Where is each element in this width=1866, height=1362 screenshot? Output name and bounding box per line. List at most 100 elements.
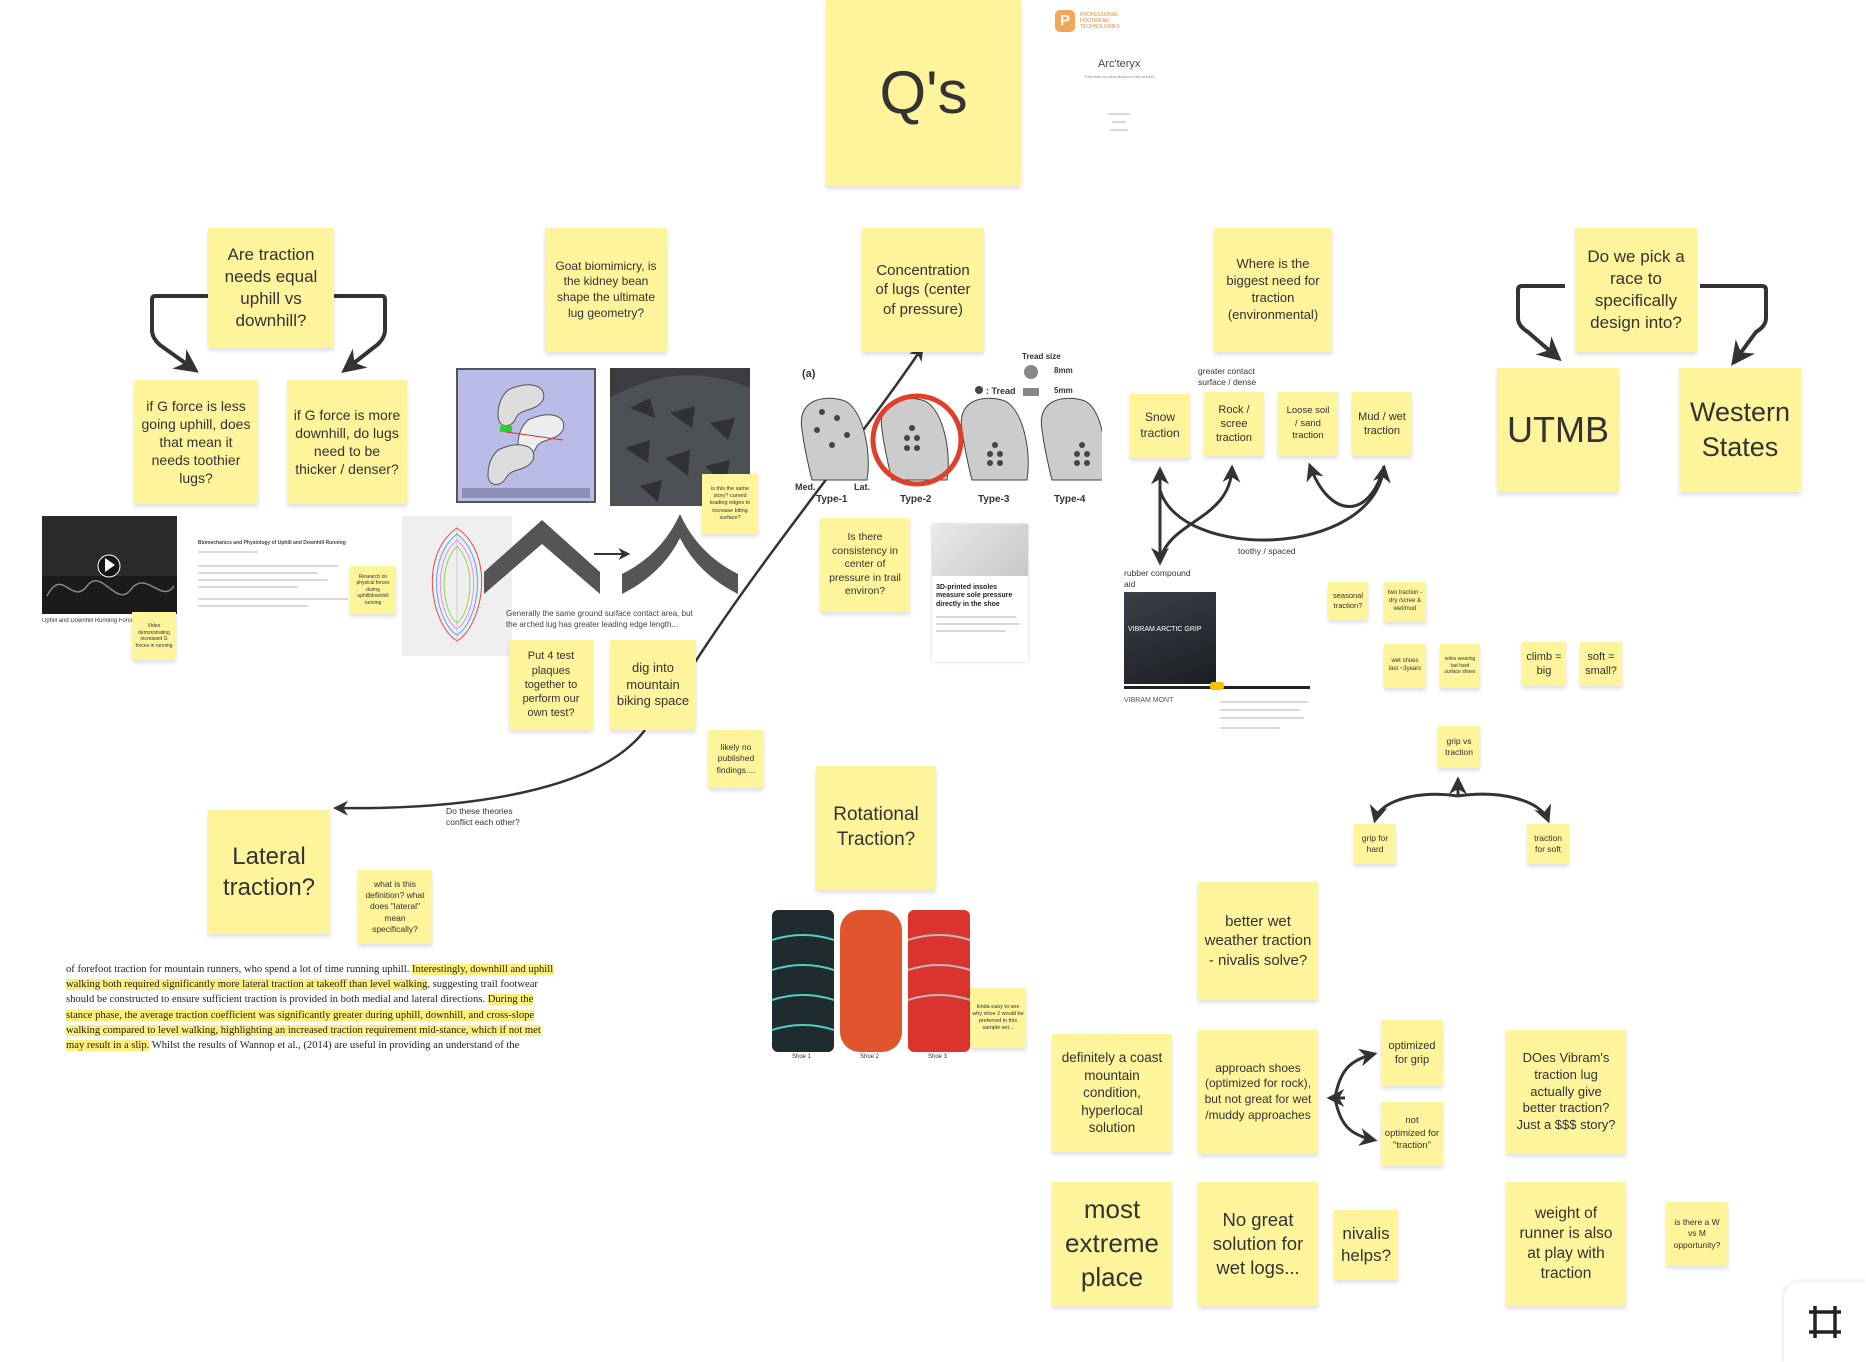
note-put4[interactable]: Put 4 test plaques together to perform o… [509,640,593,730]
note-loose[interactable]: Loose soil / sand traction [1278,392,1338,456]
note-race-pick[interactable]: Do we pick a race to specifically design… [1575,228,1697,352]
vibram-mont-label: VIBRAM MONT [1124,697,1174,704]
arrow-grip-fork [1369,792,1459,824]
note-seasonal[interactable]: seasonal traction? [1328,582,1368,620]
insoles-title: 3D-printed insoles measure sole pressure… [936,584,1013,608]
pressure-plot[interactable] [402,516,512,656]
excerpt-line-1: of forefoot traction for mountain runner… [66,964,554,975]
tread-8mm-label: 8mm [1054,366,1073,375]
note-most-extreme[interactable]: most extreme place [1052,1182,1172,1306]
excerpt-line-2: walking both required significantly more… [66,979,538,991]
rubber-compound-label: rubber compound aid [1124,568,1191,590]
arrow-loose-mud [1306,462,1386,508]
note-video[interactable]: Video demonstrating increased G forces i… [132,612,176,660]
note-w-vs-m[interactable]: is there a W vs M opportunity? [1666,1202,1728,1266]
insoles-article[interactable]: 3D-printed insoles measure sole pressure… [932,524,1028,662]
note-not-opt[interactable]: not optimized for "traction" [1381,1102,1443,1166]
note-hard-to-see[interactable]: kinda easy to see why shoe 2 would be pr… [970,988,1026,1048]
greater-contact-label: greater contact surface / dense [1198,366,1257,388]
note-grip-vs[interactable]: grip vs traction [1438,726,1480,768]
sole-photo[interactable] [610,368,750,506]
paper-title: Biomechanics and Physiology of Uphill an… [198,540,346,546]
arrow-rock-rubber [1158,464,1241,561]
note-what-is-def[interactable]: what is this definition? what does "late… [358,870,432,944]
note-g-downhill[interactable]: if G force is more downhill, do lugs nee… [287,380,407,504]
lat-label: Lat. [854,482,871,492]
note-likely-no[interactable]: likely no published findings.... [708,730,764,788]
arrow-to-lateral [333,729,646,816]
title-note-text: Q's [879,59,968,126]
note-goat[interactable]: Goat biomimicry, is the kidney bean shap… [545,228,667,352]
note-climb[interactable]: climb = big [1522,642,1566,686]
chevron-arched-lug [622,514,738,594]
arrow-traction-fork [1457,792,1551,824]
vibram-banner: VIBRAM ARCTIC GRIP [1124,592,1216,684]
shoe-3-label: Shoe 3 [928,1054,948,1060]
cover-brand: Arc'teryx [1098,58,1141,70]
arched-caption: Generally the same ground surface contac… [506,609,693,629]
note-traction-soft[interactable]: traction for soft [1527,824,1569,864]
shoe-comparison-photo[interactable]: Shoe 1 Shoe 2 Shoe 3 [772,910,972,1062]
tread-size-label: Tread size [1022,352,1061,361]
note-mud[interactable]: Mud / wet traction [1352,392,1412,456]
note-snow[interactable]: Snow traction [1130,394,1190,458]
note-nivalis-helps[interactable]: nivalis helps? [1334,1210,1398,1280]
cover-document[interactable]: P PROFESSIONAL FOOTWEAR TECHNOLOGIES Arc… [1050,8,1190,178]
play-icon[interactable] [105,558,115,572]
chevron-straight-lug [484,520,600,594]
note-soft[interactable]: soft = small? [1580,642,1622,686]
note-soles-wearing[interactable]: soles wearing but hard surface shoes [1440,644,1480,688]
note-concentration[interactable]: Concentration of lugs (center of pressur… [862,228,984,352]
note-grip-hard[interactable]: grip for hard [1354,824,1396,864]
arrow-approach-fork-up [1333,1048,1378,1099]
tread-5mm-label: 5mm [1054,386,1073,395]
company-logo: P [1055,10,1075,32]
note-western-states[interactable]: Western States [1679,368,1801,492]
arrow-to-utmb [1516,284,1565,362]
tread-type-graphic [800,365,1106,487]
arrow-to-western [1700,284,1768,366]
note-vibram-q[interactable]: DOes Vibram's traction lug actually give… [1506,1030,1626,1154]
paper-excerpt: of forefoot traction for mountain runner… [66,962,606,1053]
med-label: Med. [795,482,816,492]
vibram-article[interactable]: VIBRAM ARCTIC GRIP VIBRAM MONT [1124,592,1310,752]
note-lateral[interactable]: Lateral traction? [208,810,330,934]
tread-type-figure[interactable]: (a) Tread size 8mm 5mm : Tread Med. Lat.… [792,350,1106,510]
note-where-need[interactable]: Where is the biggest need for traction (… [1214,228,1332,352]
insoles-image [932,524,1028,576]
note-two-traction[interactable]: two traction - dry /scree & wet/mud [1384,582,1426,622]
note-dig-into[interactable]: dig into mountain biking space [610,640,696,730]
arrow-to-g-uphill [150,294,208,373]
video-thumbnail[interactable] [42,516,177,614]
note-rock[interactable]: Rock / scree traction [1204,392,1264,456]
note-opt-grip[interactable]: optimized for grip [1381,1020,1443,1086]
note-better-wet[interactable]: better wet weather traction - nivalis so… [1198,882,1318,1000]
note-same-story[interactable]: is this the same story? curved leading e… [702,474,758,534]
note-traction-equal[interactable]: Are traction needs equal uphill vs downh… [208,228,334,348]
note-consistency[interactable]: Is there consistency in center of pressu… [820,518,910,612]
note-coast[interactable]: definitely a coast mountain condition, h… [1052,1034,1172,1152]
note-wet-shoes[interactable]: wet shoes last ~3years [1384,644,1426,688]
note-weight[interactable]: weight of runner is also at play with tr… [1506,1182,1626,1306]
note-utmb[interactable]: UTMB [1497,368,1619,492]
lug-geometry-render[interactable] [456,368,596,503]
title-note[interactable]: Q's [826,0,1021,186]
video-caption: Uphill and Downhill Running Force Measur… [42,618,173,624]
frame-tool-button[interactable] [1784,1282,1866,1362]
note-research[interactable]: Research on physical forces during uphil… [350,566,396,614]
shoe-2-photo [840,910,902,1052]
excerpt-line-5: walking compared to level walking, highl… [66,1024,541,1036]
note-no-great[interactable]: No great solution for wet logs... [1198,1182,1318,1306]
arrow-to-concentration [688,345,924,671]
note-g-uphill[interactable]: if G force is less going uphill, does th… [134,380,258,504]
arrow-snow-mud [1158,464,1391,542]
note-approach[interactable]: approach shoes (optimized for rock), but… [1198,1030,1318,1154]
frame-icon [1809,1306,1841,1338]
note-rotational[interactable]: Rotational Traction? [816,766,936,890]
cover-subtitle: Trail shoe for ultra distance trail runn… [1084,74,1155,79]
arrow-to-g-downhill [325,294,387,373]
conflict-label: Do these theories conflict each other? [446,806,520,828]
paper-screenshot[interactable]: Biomechanics and Physiology of Uphill an… [198,530,368,670]
pressure-plot-graphic [431,526,483,644]
